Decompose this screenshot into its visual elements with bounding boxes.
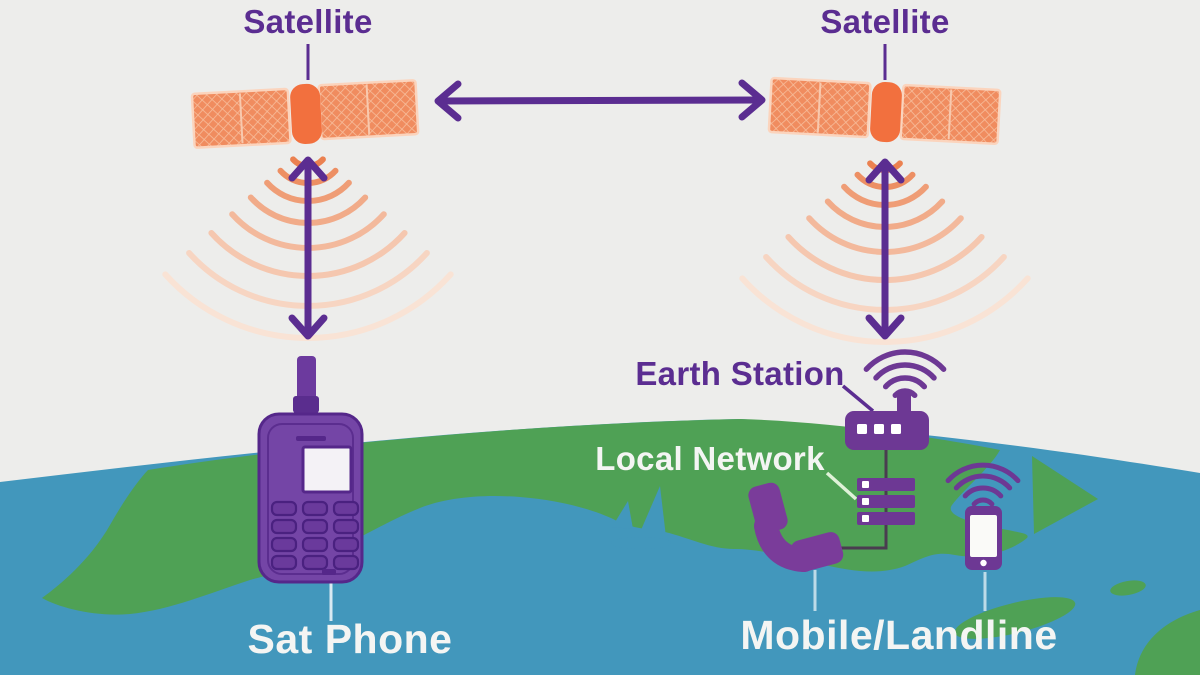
satphone-face-outline	[267, 423, 354, 575]
smartphone-screen	[970, 515, 997, 557]
router-antenna	[897, 391, 911, 417]
smartphone-home-button	[980, 559, 987, 567]
inlet-shapes	[611, 486, 671, 549]
earth-station-pointer-line	[841, 384, 875, 413]
satellite-label-left: Satellite	[243, 3, 372, 40]
uplink-arrow-left	[288, 156, 328, 340]
local-network-pointer-line	[825, 471, 858, 501]
router-lights	[857, 424, 901, 434]
smartphone-icon	[945, 462, 1021, 570]
wifi-icon	[945, 462, 1021, 507]
island-small	[1110, 580, 1146, 596]
phone-handset-icon	[748, 482, 844, 572]
satphone-keypad	[270, 500, 360, 571]
earth-station-label: Earth Station	[635, 355, 844, 392]
satellite-label-right: Satellite	[820, 3, 949, 40]
island-wedge	[1032, 456, 1098, 534]
satellite-icon	[190, 79, 420, 149]
satellite-body	[290, 83, 322, 145]
uplink-arrow-right	[865, 158, 905, 340]
satphone-port	[322, 569, 336, 575]
satellite-link-arrow	[434, 79, 766, 122]
satphone-screen	[301, 445, 353, 494]
satphone-antenna-ring	[293, 396, 319, 413]
wifi-icon	[863, 349, 947, 399]
local-network-label: Local Network	[595, 440, 825, 477]
satellite-body	[870, 81, 902, 143]
router-body	[845, 411, 929, 450]
server-stack-icon	[857, 478, 915, 525]
mobile-landline-label: Mobile/Landline	[740, 612, 1057, 658]
island-corner	[1135, 610, 1200, 675]
earth-station-icon	[845, 349, 947, 450]
sat-phone-icon	[257, 356, 364, 584]
island-leaf	[954, 597, 1076, 639]
sat-phone-label: Sat Phone	[248, 616, 453, 662]
satphone-brand-mark	[296, 436, 326, 441]
satellite-icon	[767, 76, 1002, 146]
